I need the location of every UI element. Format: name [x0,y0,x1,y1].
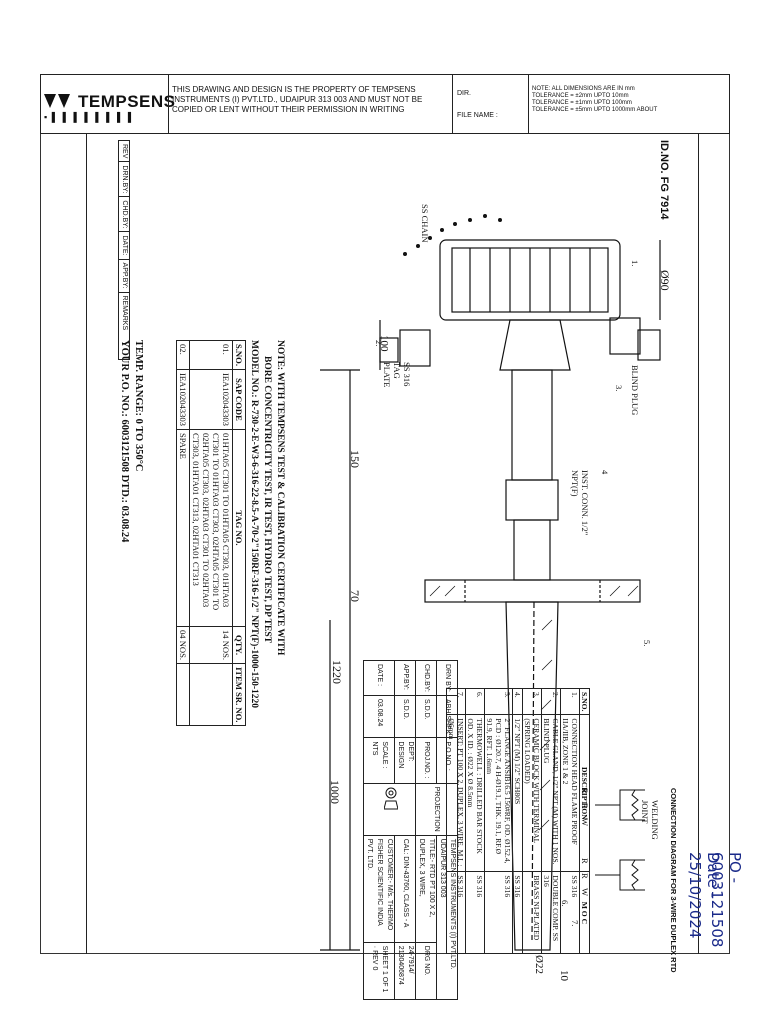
drawing-area: ID.NO. FG 7914 [80,140,680,1000]
table-row: 2.CABLE GLAND, 1/2" NPT (M) WITH 1 NOS. … [541,688,561,954]
po-number: YOUR P.O. NO.: 6003121508 DTD.: 03.08.24 [119,340,130,543]
dim-1220-label: 1220 [330,660,344,684]
file-name-label: FILE NAME : [457,112,498,119]
title-block: DRN BY:ABHISHEK P.O.NO. :PROJECTION TEMP… [363,660,458,1000]
blind-plug-label: BLIND PLUG [630,365,640,416]
table-row: 01. IEA102043303 01HTA05 CT301 TO 01HTA0… [189,340,233,726]
col-tag: TAG NO. [232,429,246,627]
balloon-4: 4 [600,470,610,475]
header-strip [40,74,730,134]
dimension-note: NOTE: ALL DIMENSIONS ARE IN mm TOLERANCE… [532,86,658,113]
dim-1000-label: 1000 [328,780,342,804]
balloon-1: 1. [630,260,640,267]
handwritten-date: Date - 25/10/2024 [686,852,722,939]
inst-conn-label: INST. CONN. 1/2" NPT(F) [570,470,590,536]
order-table: S.NO. SAP CODE TAG NO. QTY. ITEM SR. NO.… [176,340,246,726]
dim-10-label: 10 [558,970,570,981]
tempsens-logo-icon [44,94,70,108]
company-logo: TEMPSENS [78,92,176,111]
table-row: 1.CONNECTION HEAD FLAME PROOF IIA/IIB, Z… [560,688,580,954]
dim-70-label: 70 [348,590,362,602]
ss-chain-label: SS CHAIN [420,204,430,243]
table-row: 5.2" FLANGE ANSIB16.5 150#RF, OD. Ø152.4… [484,688,513,954]
rtd-assembly-drawing [320,214,661,951]
dir-label: DIR. [457,90,471,97]
table-row: 3.CERAMIC BLOCK WITH TERMINAL (SPRING LO… [522,688,542,954]
tag-plate-label: SS 316 TAG PLATE [382,362,412,388]
col-sno: S.NO. [232,340,246,370]
balloon-2: 2. [374,340,384,347]
projection-symbol-icon [383,787,400,810]
balloon-3: 3. [614,385,624,392]
table-row: 02. IEA102043303 SPARE 04 NOS. [176,340,190,726]
balloon-5: 5. [642,640,652,647]
temp-range: TEMP. RANGE: 0 TO 350°C [133,340,144,472]
dia-90-label: Ø90 [658,270,672,291]
table-row: 6.THERMOWELL : DRILLED BAR STOCK OD. X I… [465,688,485,954]
dia-22-label: Ø22 [533,955,545,974]
model-number: MODEL NO.: R-730-2-E-W3-6-316-22-8.5-A-7… [249,340,259,709]
col-qty: QTY. [232,626,246,664]
col-item: ITEM SR. NO. [232,663,246,726]
note-line-2: BORE CONCENTRICITY TEST, IR TEST, HYDRO … [262,356,272,643]
property-notice: THIS DRAWING AND DESIGN IS THE PROPERTY … [172,85,423,114]
logo-dots: ▪ ▌ ▌ ▌ ▌ ▌ ▌ ▌ ▌ [44,112,136,122]
note-line-1: NOTE: WITH TEMPSENS TEST & CALIBRATION C… [275,340,285,656]
bom-table: S.NO. DESCRIPTION M O C 1.CONNECTION HEA… [446,688,590,954]
col-sap: SAP CODE [232,369,246,430]
connection-diagram-title: CONNECTION DIAGRAM FOR 3-WIRE DUPLEX RTD [669,788,678,973]
rtd-connection-diagram [595,789,645,891]
dim-150-label: 150 [348,450,362,468]
